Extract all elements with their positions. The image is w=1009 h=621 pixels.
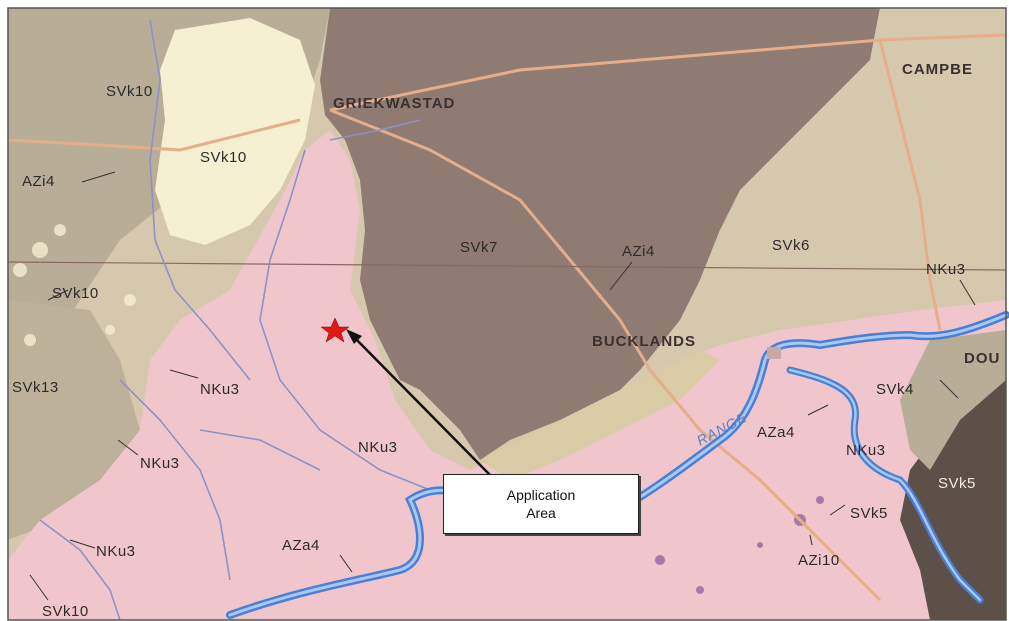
unit-label-azi4: AZi4	[622, 243, 655, 260]
unit-label-svk4: SVk4	[876, 381, 914, 398]
callout-line-2: Area	[526, 505, 556, 521]
application-pointer-line	[349, 332, 491, 476]
unit-label-svk5: SVk5	[938, 475, 976, 492]
map-frame	[7, 7, 1007, 621]
unit-label-azi4: AZi4	[22, 173, 55, 190]
unit-label-nku3: NKu3	[140, 455, 180, 472]
town-marker-bucklands	[767, 347, 781, 359]
map-speckles	[13, 224, 136, 346]
streams	[39, 19, 431, 621]
region-olive-svk4	[900, 330, 1006, 470]
unit-label-svk13: SVk13	[12, 379, 59, 396]
label-leaders	[29, 171, 976, 601]
unit-label-svk10: SVk10	[200, 149, 247, 166]
application-area-callout: Application Area	[443, 474, 639, 534]
unit-label-svk6: SVk6	[772, 237, 810, 254]
unit-label-svk5: SVk5	[850, 505, 888, 522]
town-label-campbell: CAMPBE	[902, 61, 973, 78]
callout-line-1: Application	[506, 487, 576, 503]
unit-label-svk10: SVk10	[42, 603, 89, 620]
unit-label-nku3: NKu3	[200, 381, 240, 398]
unit-label-nku3: NKu3	[358, 439, 398, 456]
unit-label-azi10: AZi10	[798, 552, 840, 569]
unit-label-svk10: SVk10	[52, 285, 99, 302]
red-star-icon[interactable]	[320, 317, 350, 343]
boundary-line	[7, 261, 1007, 271]
unit-label-aza4: AZa4	[282, 537, 320, 554]
unit-label-svk7: SVk7	[460, 239, 498, 256]
unit-label-nku3: NKu3	[96, 543, 136, 560]
town-label-douglas: DOU	[964, 350, 1000, 367]
region-cream-svk10	[155, 18, 315, 245]
town-label-griekwastad: GRIEKWASTAD	[333, 95, 455, 112]
unit-label-nku3: NKu3	[926, 261, 966, 278]
unit-label-nku3: NKu3	[846, 442, 886, 459]
unit-label-aza4: AZa4	[757, 424, 795, 441]
unit-label-svk10: SVk10	[106, 83, 153, 100]
region-brown-svk7	[320, 8, 880, 460]
road-network	[7, 33, 1007, 602]
application-pointer-arrowhead	[346, 329, 362, 344]
region-pink-nku3	[8, 130, 1006, 620]
town-label-bucklands: BUCKLANDS	[592, 333, 696, 350]
region-dark-svk5	[900, 340, 1006, 620]
